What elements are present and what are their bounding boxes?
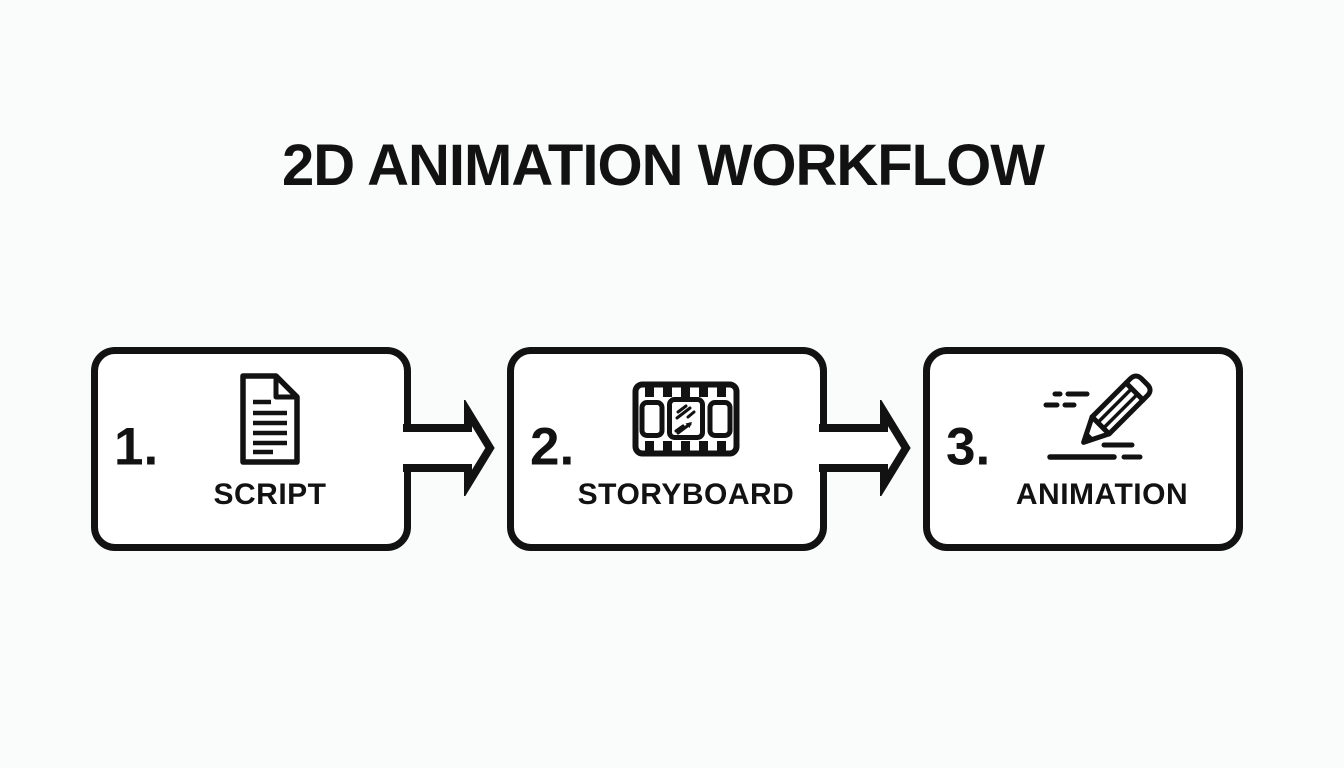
script-document-icon [142,366,398,472]
step-number: 1. [114,417,159,477]
page-title: 2D ANIMATION WORKFLOW [282,133,1045,198]
step-label: STORYBOARD [577,478,795,511]
step-box-script: 1. SCRIPT [91,347,411,551]
step-label: ANIMATION [1015,478,1189,511]
step-label: SCRIPT [213,478,327,511]
arrow-right-icon [403,400,503,496]
arrow-right-icon [819,400,919,496]
step-content: SCRIPT [142,354,398,544]
step-number: 3. [946,417,991,477]
step-number: 2. [530,417,575,477]
pencil-drawing-icon [974,366,1230,472]
step-content: STORYBOARD [558,354,814,544]
film-strip-icon [558,366,814,472]
step-box-animation: 3. [923,347,1243,551]
step-content: ANIMATION [974,354,1230,544]
step-box-storyboard: 2. [507,347,827,551]
